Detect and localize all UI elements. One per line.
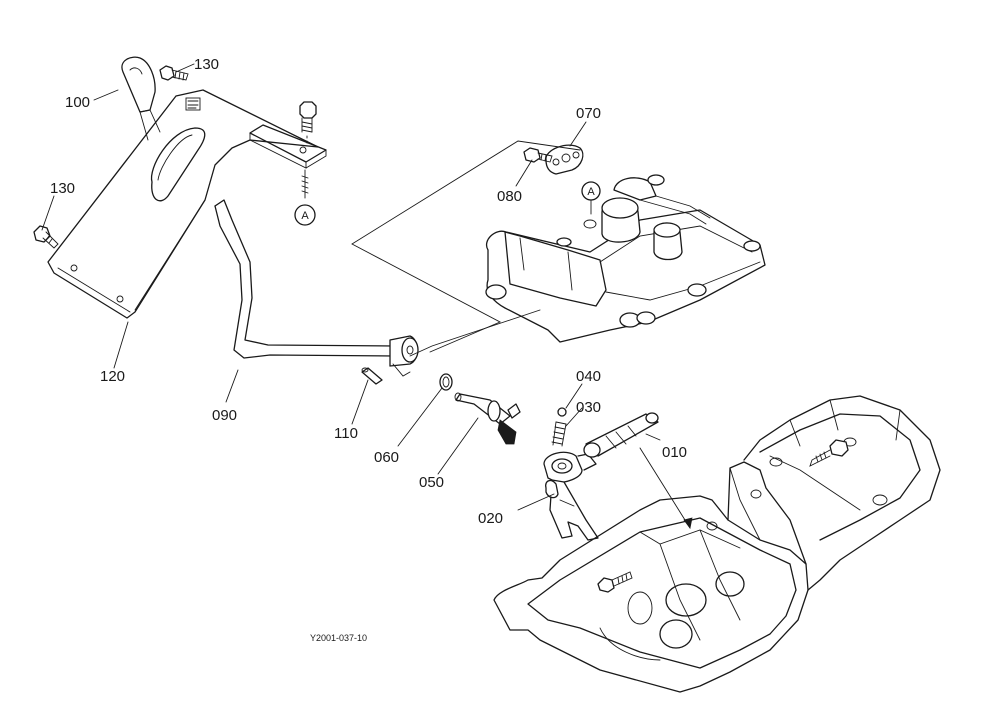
part-110-pin: [361, 367, 383, 385]
ref-a-screw-left: A: [294, 169, 316, 226]
right-housing: [743, 395, 941, 591]
label-100: 100: [65, 94, 90, 111]
part-130-bolt-top: [159, 65, 189, 81]
ref-mark-a-right: A: [587, 186, 595, 198]
label-130-top: 130: [194, 56, 219, 73]
transmission-case: [493, 461, 809, 693]
label-050: 050: [419, 474, 444, 491]
part-100-knob: [121, 56, 161, 141]
cover-outline: [351, 140, 581, 353]
part-060-o-ring: [439, 373, 453, 391]
label-130-left: 130: [50, 180, 75, 197]
tab-bolt-icon: [299, 101, 317, 147]
part-070-gasket: [545, 144, 584, 175]
ref-mark-a-left: A: [301, 210, 309, 222]
label-120: 120: [100, 368, 125, 385]
label-060: 060: [374, 449, 399, 466]
label-090: 090: [212, 407, 237, 424]
label-030: 030: [576, 399, 601, 416]
label-070: 070: [576, 105, 601, 122]
label-040: 040: [576, 368, 601, 385]
drawing-code: Y2001-037-10: [310, 633, 367, 643]
label-020: 020: [478, 510, 503, 527]
top-cover: [485, 174, 766, 343]
label-080: 080: [497, 188, 522, 205]
part-080-bolt: [523, 147, 553, 163]
label-110: 110: [334, 425, 358, 442]
part-090-lever-rod: [214, 199, 419, 377]
ref-a-right: A: [581, 181, 601, 215]
part-030-spring: [551, 421, 567, 447]
label-010: 010: [662, 444, 687, 461]
bracket-tab: [249, 124, 327, 169]
part-010-shift-rod: [583, 412, 659, 458]
part-120-shift-plate: [47, 89, 319, 319]
leader-lines: [41, 63, 661, 511]
part-040-ball: [557, 407, 567, 417]
part-130-bolt-left: [33, 225, 59, 249]
part-020-shift-fork: [543, 451, 599, 541]
part-050-shift-shaft: [454, 392, 521, 445]
